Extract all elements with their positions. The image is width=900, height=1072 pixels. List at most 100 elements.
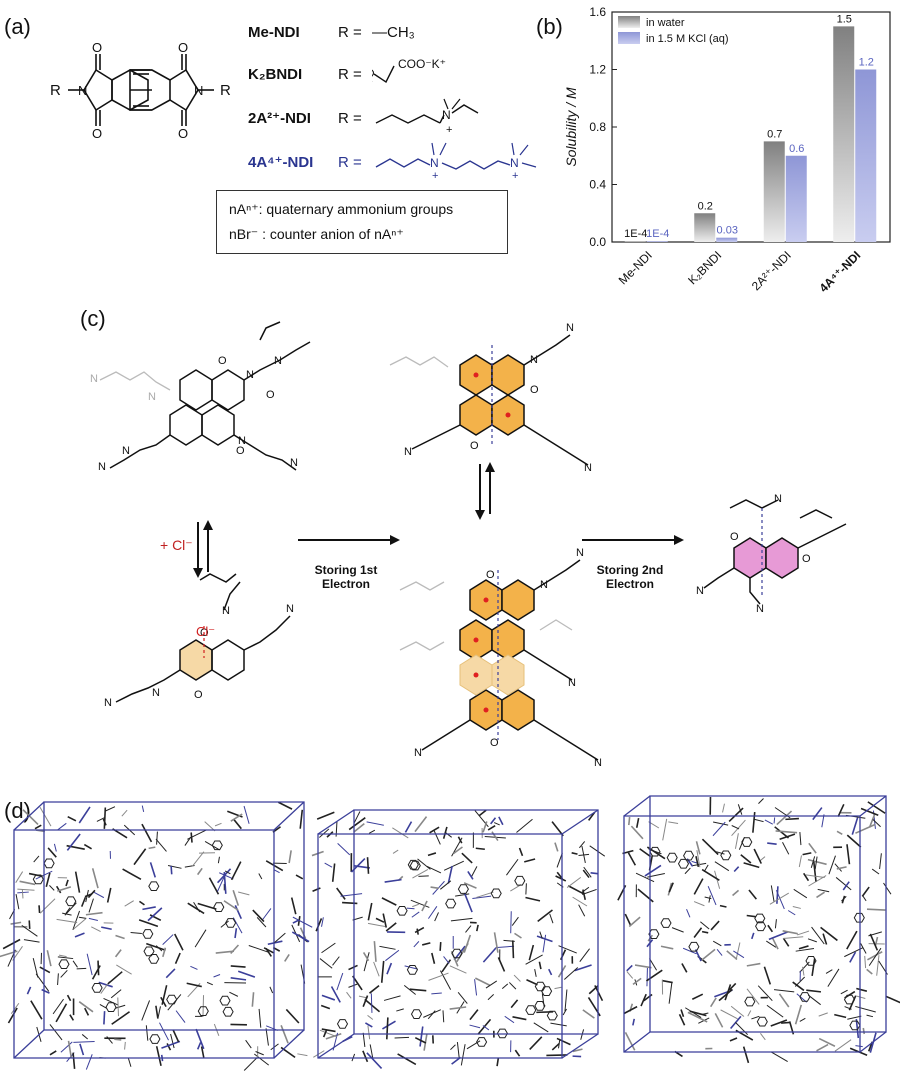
4a-chain-drawing: N + N + bbox=[375, 142, 537, 179]
svg-text:O: O bbox=[178, 40, 188, 55]
data-label: 0.03 bbox=[717, 225, 738, 237]
r-equals: R = bbox=[338, 65, 362, 83]
svg-text:N: N bbox=[122, 445, 130, 457]
box-edge bbox=[13, 801, 45, 831]
panel-a-label: (a) bbox=[4, 14, 31, 39]
bar-kcl bbox=[785, 155, 807, 242]
svg-text:N: N bbox=[584, 462, 592, 474]
svg-text:N: N bbox=[238, 435, 246, 447]
r-row-4a-ndi: 4A⁴⁺-NDI R = N + N + bbox=[248, 142, 552, 179]
box-edge bbox=[13, 1029, 45, 1059]
legend-swatch bbox=[618, 32, 640, 44]
box-edge bbox=[317, 809, 355, 835]
chloride-atom-label: Cl⁻ bbox=[196, 624, 216, 639]
arrow-label-second-line2: Electron bbox=[605, 577, 654, 591]
arrow-label-first-electron: Storing 1st Electron bbox=[298, 563, 394, 591]
data-label: 1.2 bbox=[859, 57, 874, 69]
r-equals: R = bbox=[338, 109, 362, 127]
arrow-label-second-line1: Storing 2nd bbox=[596, 563, 664, 577]
category-label: Me-NDI bbox=[616, 248, 655, 287]
box-edge bbox=[623, 795, 651, 817]
data-label: 1E-4 bbox=[646, 228, 669, 240]
svg-text:O: O bbox=[486, 569, 495, 581]
svg-text:O: O bbox=[92, 126, 102, 141]
y-axis-label: Solubility / M bbox=[563, 87, 579, 167]
svg-text:O: O bbox=[236, 445, 245, 457]
data-label: 0.6 bbox=[789, 143, 804, 155]
y-tick-label: 1.6 bbox=[589, 5, 606, 19]
data-label: 0.2 bbox=[698, 200, 713, 212]
molecule-radical-dimer: NN NN OO bbox=[389, 322, 592, 474]
2a-chain-drawing: N + bbox=[375, 98, 479, 135]
box-edge bbox=[273, 1029, 305, 1059]
y-tick-label: 0.0 bbox=[589, 235, 606, 249]
legend-swatch bbox=[618, 16, 640, 28]
svg-text:N: N bbox=[414, 747, 422, 759]
arrow-label-first-line2: Electron bbox=[321, 577, 370, 591]
box-edge bbox=[859, 1031, 887, 1053]
r-equals: R = bbox=[338, 153, 362, 171]
compound-name: 4A⁴⁺-NDI bbox=[248, 154, 314, 171]
svg-text:N: N bbox=[222, 605, 230, 617]
svg-text:N: N bbox=[78, 83, 87, 98]
md-box-2 bbox=[311, 809, 606, 1069]
core-r-left: R bbox=[50, 82, 61, 99]
svg-text:N: N bbox=[98, 461, 106, 473]
bar-kcl bbox=[716, 237, 738, 242]
svg-text:O: O bbox=[802, 553, 811, 565]
compound-name: K₂BNDI bbox=[248, 65, 303, 83]
md-simulation-boxes bbox=[0, 795, 900, 1071]
svg-text:N: N bbox=[274, 355, 282, 367]
compound-name: 2A²⁺-NDI bbox=[248, 110, 311, 127]
svg-text:+: + bbox=[432, 170, 438, 179]
r-row-2a-ndi: 2A²⁺-NDI R = N + bbox=[248, 98, 502, 135]
svg-text:O: O bbox=[266, 389, 275, 401]
box-edge bbox=[623, 1031, 651, 1053]
svg-text:N: N bbox=[442, 108, 451, 122]
y-tick-label: 1.2 bbox=[589, 63, 606, 77]
molecule-dianion: NOO NN bbox=[696, 493, 847, 615]
svg-text:N: N bbox=[148, 391, 156, 403]
box-edge bbox=[317, 1033, 355, 1059]
svg-text:O: O bbox=[92, 40, 102, 55]
box-edge bbox=[859, 795, 887, 817]
compound-name: Me-NDI bbox=[248, 23, 300, 41]
svg-text:N: N bbox=[90, 373, 98, 385]
y-tick-label: 0.4 bbox=[589, 178, 606, 192]
svg-text:O: O bbox=[470, 440, 479, 452]
svg-text:N: N bbox=[290, 457, 298, 469]
category-label: 4A⁴⁺-NDI bbox=[817, 248, 864, 295]
svg-text:N: N bbox=[430, 156, 439, 170]
legend-label: in water bbox=[646, 17, 685, 29]
r-row-me-ndi: Me-NDI R = —CH₃ bbox=[248, 18, 415, 46]
bar-water bbox=[624, 241, 646, 242]
svg-text:N: N bbox=[774, 493, 782, 505]
svg-text:+: + bbox=[446, 124, 452, 135]
bar-kcl bbox=[855, 69, 877, 242]
svg-text:O: O bbox=[194, 689, 203, 701]
legend-line-counter-anion: nBr⁻ : counter anion of nAⁿ⁺ bbox=[229, 226, 404, 242]
box-edge bbox=[561, 809, 599, 835]
data-label: 0.7 bbox=[767, 128, 782, 140]
bar-kcl bbox=[646, 241, 668, 242]
data-label: 1E-4 bbox=[624, 228, 647, 240]
molecule-neutral-dimer: N N NN NN NN OOO bbox=[90, 321, 311, 473]
svg-text:N: N bbox=[246, 369, 254, 381]
panel-c-label: (c) bbox=[80, 306, 106, 331]
svg-text:N: N bbox=[594, 757, 602, 769]
svg-text:N: N bbox=[286, 603, 294, 615]
bar-water bbox=[694, 213, 716, 242]
svg-text:O: O bbox=[200, 627, 209, 639]
svg-text:N: N bbox=[576, 547, 584, 559]
svg-text:N: N bbox=[756, 603, 764, 615]
r-group: COO⁻K⁺ bbox=[398, 57, 447, 71]
data-label: 1.5 bbox=[837, 13, 852, 25]
category-label: 2A²⁺-NDI bbox=[749, 248, 794, 293]
box-edge bbox=[561, 1033, 599, 1059]
ndi-core-structure: O O O O N N bbox=[68, 40, 214, 141]
legend-label: in 1.5 M KCl (aq) bbox=[646, 33, 729, 45]
svg-text:O: O bbox=[530, 384, 539, 396]
k2bndi-chain-drawing bbox=[372, 65, 395, 84]
